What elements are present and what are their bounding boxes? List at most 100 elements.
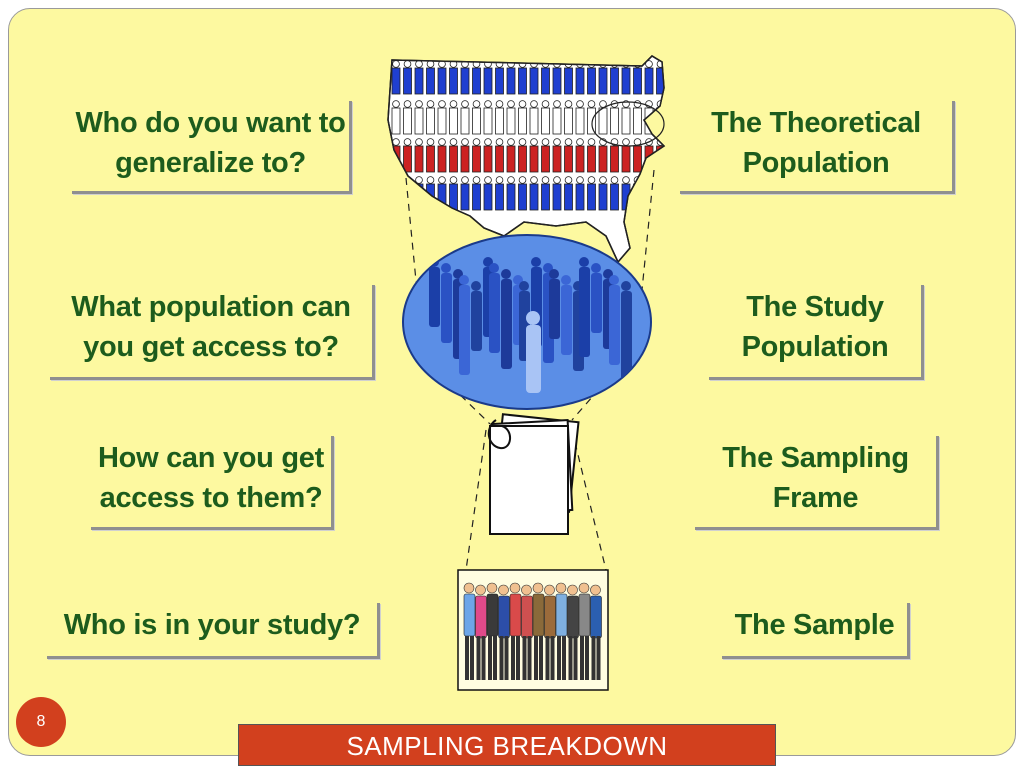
- crowd-figure: [591, 263, 602, 333]
- question-how-access-line1: How can you get: [98, 442, 324, 474]
- person-figure: [506, 138, 516, 173]
- person-figure: [541, 60, 550, 95]
- term-sample-box: The Sample: [722, 603, 910, 659]
- person-figure: [587, 60, 596, 95]
- term-sample-line1: The Sample: [734, 609, 895, 641]
- crowd-figure: [579, 257, 590, 357]
- person-figure: [633, 100, 642, 135]
- person-figure: [414, 100, 424, 135]
- person-figure: [575, 100, 585, 135]
- crowd-figure: [561, 275, 572, 355]
- crowd-figure: [441, 263, 452, 343]
- person-figure: [495, 176, 504, 211]
- person-figure: [564, 60, 573, 95]
- us-map-icon: [387, 55, 666, 264]
- person-figure: [506, 176, 516, 211]
- sample-person: [475, 584, 487, 680]
- person-figure: [644, 60, 654, 95]
- person-figure: [426, 100, 435, 135]
- term-sampling-frame-box: The Sampling Frame: [695, 436, 939, 530]
- crowd-figure: [549, 269, 560, 339]
- term-study-population-line1: The Study: [746, 291, 884, 323]
- person-figure: [483, 138, 493, 173]
- person-figure: [598, 138, 608, 173]
- crowd-figure: [621, 281, 632, 381]
- crowd-figure: [501, 269, 512, 369]
- person-figure: [541, 138, 550, 173]
- person-figure: [495, 60, 504, 95]
- sample-person: [509, 582, 522, 680]
- person-figure: [656, 176, 664, 211]
- question-access-box: What population can you get access to?: [50, 285, 375, 380]
- question-access-line1: What population can: [71, 291, 351, 323]
- term-theoretical-population-line1: The Theoretical: [711, 107, 921, 139]
- sample-person: [498, 584, 510, 680]
- person-figure: [403, 100, 412, 135]
- person-figure: [460, 138, 470, 173]
- person-figure: [472, 138, 481, 173]
- question-study-box: Who is in your study?: [47, 603, 380, 659]
- person-figure: [656, 138, 664, 173]
- person-figure: [403, 60, 412, 95]
- sample-person: [463, 582, 476, 680]
- person-figure: [460, 60, 470, 95]
- person-figure: [483, 176, 493, 211]
- term-sampling-frame-line1: The Sampling: [722, 442, 909, 474]
- person-figure: [414, 60, 424, 95]
- sample-person: [532, 582, 545, 680]
- question-how-access-box: How can you get access to them?: [91, 436, 334, 530]
- person-figure: [460, 176, 470, 211]
- person-figure: [472, 176, 481, 211]
- question-generalize-box: Who do you want to generalize to?: [72, 101, 352, 194]
- term-study-population-line2: Population: [741, 331, 889, 363]
- person-figure: [426, 60, 435, 95]
- person-figure: [449, 176, 458, 211]
- sampling-frame-papers-icon: [487, 413, 580, 535]
- person-figure: [449, 60, 458, 95]
- crowd-figure: [471, 281, 482, 351]
- person-figure: [518, 100, 527, 135]
- person-figure: [449, 100, 458, 135]
- term-sampling-frame-line2: Frame: [772, 482, 859, 514]
- person-figure: [587, 138, 596, 173]
- person-figure: [437, 100, 447, 135]
- person-figure: [426, 138, 435, 173]
- person-figure: [541, 100, 550, 135]
- sample-group-icon: [457, 569, 609, 691]
- sample-person: [544, 584, 556, 680]
- person-figure: [575, 60, 585, 95]
- study-population-ellipse-icon: [402, 234, 652, 410]
- sample-person: [555, 582, 568, 680]
- person-figure: [391, 176, 401, 211]
- person-figure: [529, 138, 539, 173]
- person-figure: [472, 60, 481, 95]
- person-figure: [403, 138, 412, 173]
- person-figure: [587, 176, 596, 211]
- person-figure: [598, 176, 608, 211]
- person-figure: [506, 60, 516, 95]
- person-figure: [518, 60, 527, 95]
- question-access-line2: you get access to?: [83, 331, 339, 363]
- person-figure: [437, 138, 447, 173]
- person-figure: [598, 100, 608, 135]
- term-theoretical-population-line2: Population: [742, 147, 890, 179]
- person-figure: [552, 100, 562, 135]
- person-figure: [414, 176, 424, 211]
- person-figure: [506, 100, 516, 135]
- person-figure: [564, 100, 573, 135]
- person-figure: [633, 176, 642, 211]
- person-figure: [529, 176, 539, 211]
- person-figure: [449, 138, 458, 173]
- person-figure: [414, 138, 424, 173]
- person-figure: [575, 176, 585, 211]
- question-study-line1: Who is in your study?: [63, 609, 361, 641]
- question-generalize-line1: Who do you want to: [75, 107, 346, 139]
- highlight-figure: [526, 311, 541, 393]
- person-figure: [483, 60, 493, 95]
- person-figure: [518, 138, 527, 173]
- sample-person: [567, 584, 579, 680]
- sample-person: [521, 584, 533, 680]
- person-figure: [495, 100, 504, 135]
- person-figure: [552, 176, 562, 211]
